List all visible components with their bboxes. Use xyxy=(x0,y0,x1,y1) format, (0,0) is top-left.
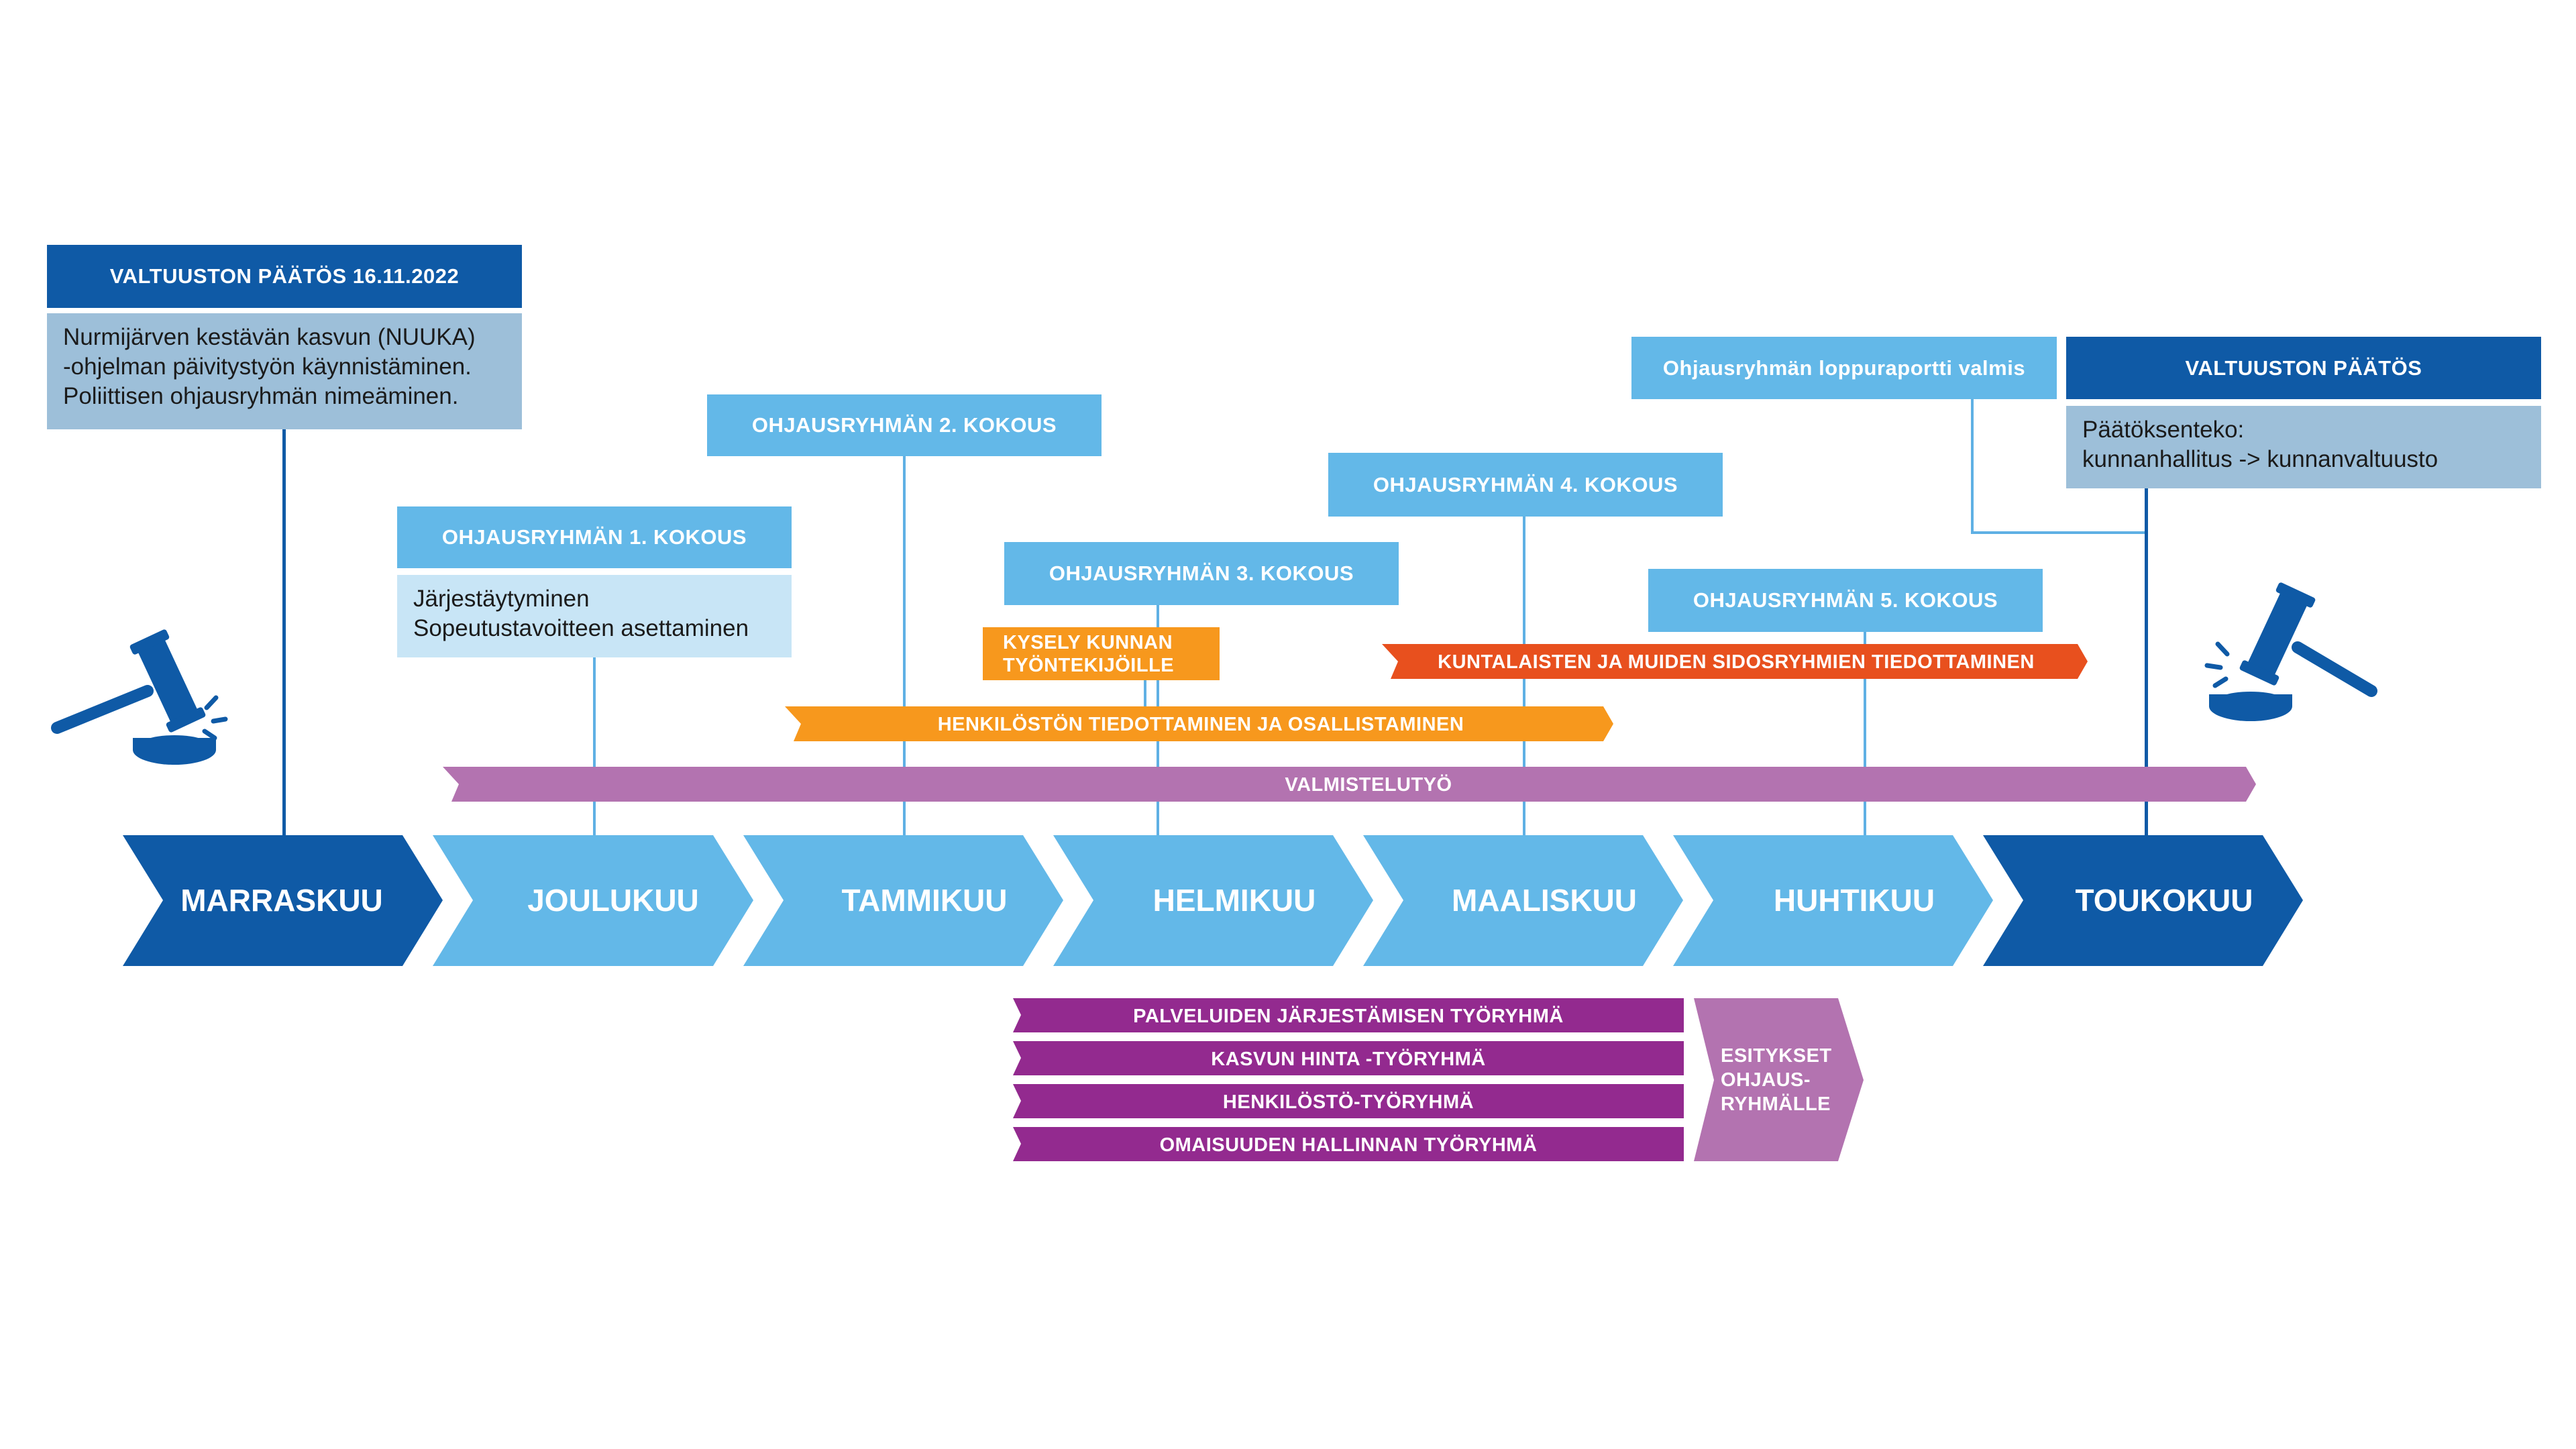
workgroup-bar-henkilosto: HENKILÖSTÖ-TYÖRYHMÄ xyxy=(1013,1084,1684,1118)
month-chevron-toukokuu: TOUKOKUU xyxy=(1983,835,2303,966)
meeting-3-title: OHJAUSRYHMÄN 3. KOKOUS xyxy=(1004,542,1399,605)
valmistelu-bar-label: VALMISTELUTYÖ xyxy=(1285,773,1452,796)
connector-kysely xyxy=(1144,680,1146,707)
month-chevron-marraskuu: MARRASKUU xyxy=(123,835,443,966)
description-line: Järjestäytyminen xyxy=(413,586,590,612)
description-line: Poliittisen ohjausryhmän nimeäminen. xyxy=(63,383,459,409)
month-label: HELMIKUU xyxy=(1153,883,1316,918)
henkilosto-bar xyxy=(785,706,1613,741)
month-chevron-huhtikuu: HUHTIKUU xyxy=(1673,835,1993,966)
meeting-1-title: OHJAUSRYHMÄN 1. KOKOUS xyxy=(397,506,792,568)
meeting-4-title: OHJAUSRYHMÄN 4. KOKOUS xyxy=(1328,453,1723,517)
workgroup-bar-palvelut: PALVELUIDEN JÄRJESTÄMISEN TYÖRYHMÄ xyxy=(1013,998,1684,1032)
description-line: Nurmijärven kestävän kasvun (NUUKA) xyxy=(63,324,476,350)
valmistelu-bar xyxy=(443,767,2256,802)
description-line: -ohjelman päivitystyön käynnistäminen. xyxy=(63,354,472,380)
month-label: MARRASKUU xyxy=(180,883,383,918)
valtuusto-end-title: VALTUUSTON PÄÄTÖS xyxy=(2066,337,2541,399)
connector-meeting-2 xyxy=(903,456,906,835)
month-label: TAMMIKUU xyxy=(842,883,1008,918)
workgroup-bar-omaisuus: OMAISUUDEN HALLINNAN TYÖRYHMÄ xyxy=(1013,1127,1684,1161)
esitykset-line: RYHMÄLLE xyxy=(1721,1093,1831,1115)
esitykset-line: OHJAUS- xyxy=(1721,1069,1811,1091)
valtuusto-start-title: VALTUUSTON PÄÄTÖS 16.11.2022 xyxy=(47,245,522,308)
workgroup-label: OMAISUUDEN HALLINNAN TYÖRYHMÄ xyxy=(1160,1134,1538,1156)
kysely-line: KYSELY KUNNAN xyxy=(1003,631,1173,653)
description-line: kunnanhallitus -> kunnanvaltuusto xyxy=(2082,446,2438,472)
connector-final-report-h xyxy=(1971,531,2147,534)
month-label: JOULUKUU xyxy=(527,883,699,918)
kysely-line: TYÖNTEKIJÖILLE xyxy=(1003,654,1175,676)
esitykset-line: ESITYKSET xyxy=(1721,1044,1832,1067)
esitykset-chevron xyxy=(1694,998,1864,1161)
final-report-box: Ohjausryhmän loppuraportti valmis xyxy=(1631,337,2057,399)
month-label: MAALISKUU xyxy=(1452,883,1637,918)
kuntalaiset-bar-label: KUNTALAISTEN JA MUIDEN SIDOSRYHMIEN TIED… xyxy=(1438,651,2035,673)
connector-final-report-v xyxy=(1971,399,1974,533)
workgroup-label: KASVUN HINTA -TYÖRYHMÄ xyxy=(1211,1048,1485,1070)
description-line: Päätöksenteko: xyxy=(2082,417,2245,443)
henkilosto-bar-label: HENKILÖSTÖN TIEDOTTAMINEN JA OSALLISTAMI… xyxy=(938,713,1464,735)
meeting-5-title: OHJAUSRYHMÄN 5. KOKOUS xyxy=(1648,569,2043,632)
esitykset-label: ESITYKSET OHJAUS- RYHMÄLLE xyxy=(1694,998,1862,1161)
kysely-box: KYSELY KUNNAN TYÖNTEKIJÖILLE xyxy=(983,627,1220,680)
month-chevron-tammikuu: TAMMIKUU xyxy=(743,835,1063,966)
connector-valtuusto-start xyxy=(282,429,286,835)
month-label: HUHTIKUU xyxy=(1774,883,1935,918)
description-line: Sopeutustavoitteen asettaminen xyxy=(413,615,749,641)
month-chevron-helmikuu: HELMIKUU xyxy=(1053,835,1373,966)
month-chevron-joulukuu: JOULUKUU xyxy=(433,835,753,966)
month-chevron-maaliskuu: MAALISKUU xyxy=(1363,835,1683,966)
connector-valtuusto-end xyxy=(2145,488,2148,835)
meeting-2-title: OHJAUSRYHMÄN 2. KOKOUS xyxy=(707,394,1102,456)
kuntalaiset-bar xyxy=(1382,644,2088,679)
connector-meeting-5 xyxy=(1864,632,1866,835)
valtuusto-start-description: Nurmijärven kestävän kasvun (NUUKA) -ohj… xyxy=(47,313,522,429)
workgroup-label: PALVELUIDEN JÄRJESTÄMISEN TYÖRYHMÄ xyxy=(1133,1005,1564,1027)
connector-meeting-1 xyxy=(593,657,596,835)
month-label: TOUKOKUU xyxy=(2076,883,2253,918)
meeting-1-description: Järjestäytyminen Sopeutustavoitteen aset… xyxy=(397,575,792,657)
gavel-icon xyxy=(2204,582,2377,721)
valtuusto-end-description: Päätöksenteko: kunnanhallitus -> kunnanv… xyxy=(2066,406,2541,488)
workgroup-label: HENKILÖSTÖ-TYÖRYHMÄ xyxy=(1223,1091,1474,1113)
workgroup-bar-kasvun-hinta: KASVUN HINTA -TYÖRYHMÄ xyxy=(1013,1041,1684,1075)
gavel-icon xyxy=(51,629,228,765)
